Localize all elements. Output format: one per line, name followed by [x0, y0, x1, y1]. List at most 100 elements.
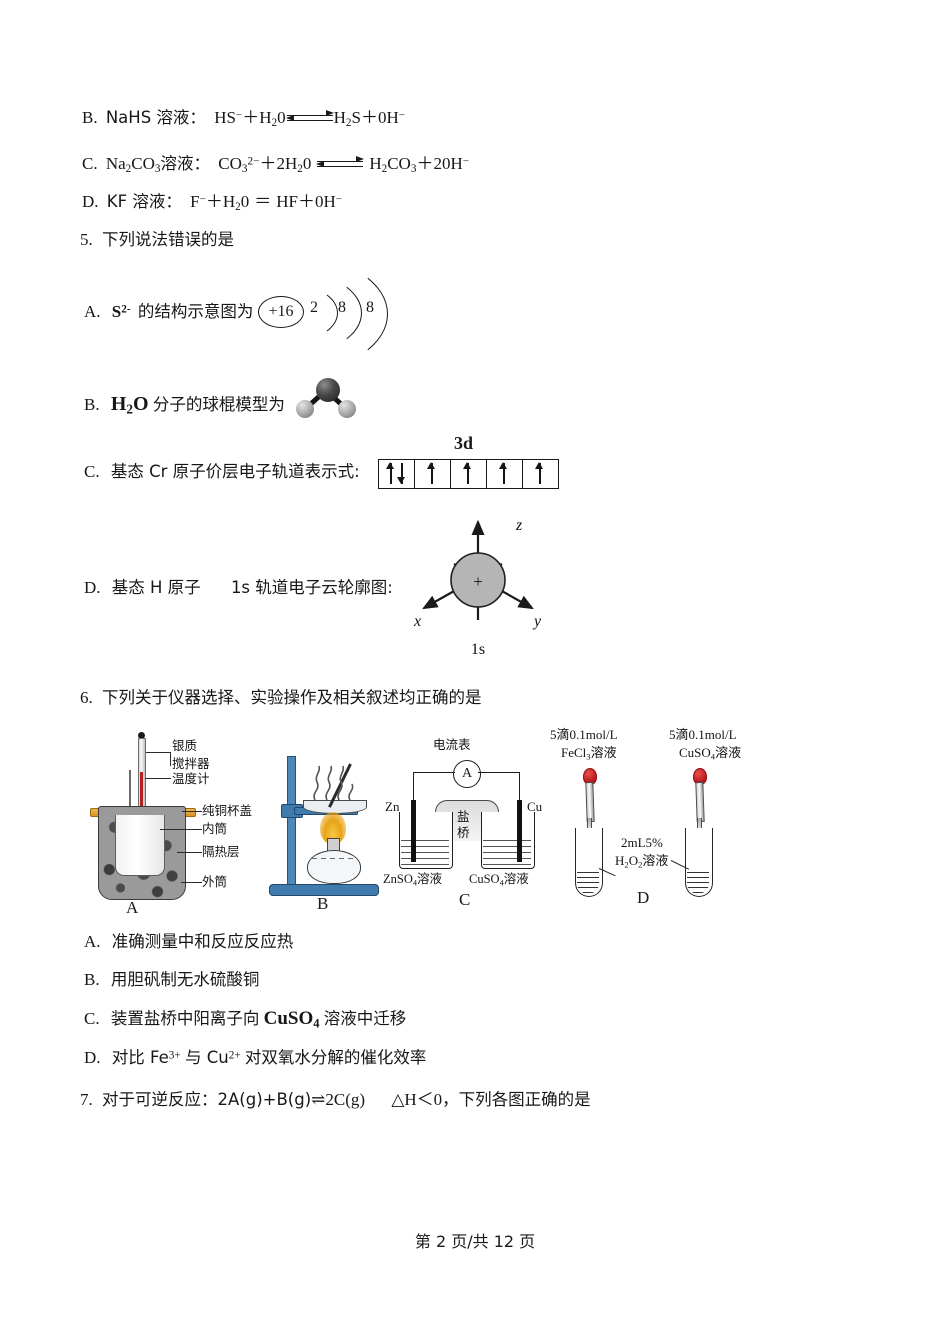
label-silver-stirrer-2: 搅拌器 — [172, 756, 210, 771]
q4d-equals: ＝ — [254, 192, 272, 211]
cuso4-d-formula: CuSO — [679, 745, 711, 760]
q6-option-d-label: D. — [84, 1048, 101, 1067]
svg-text:+: + — [473, 572, 483, 591]
shell-count-3: 8 — [366, 299, 374, 316]
copper-electrode — [517, 800, 522, 862]
test-tube-right-liquid — [687, 872, 709, 894]
q6-option-b: B. 用胆矾制无水硫酸铜 — [84, 970, 259, 990]
q5a-ion-sym: S — [111, 302, 122, 321]
q6-option-d-text-2: 与 Cu — [184, 1048, 229, 1067]
q4c-n1: Na — [105, 154, 126, 173]
cuso4-tail: 溶液 — [503, 871, 529, 886]
znso4-sub: 4 — [412, 878, 417, 888]
q4b-rplus: ＋ — [361, 108, 378, 127]
leader-outer — [181, 882, 202, 883]
label-salt-bridge-1: 盐 — [457, 809, 470, 824]
dropper-left — [585, 781, 595, 823]
q4d-lhs2-sub: 2 — [235, 201, 241, 214]
q6-option-d-sup-2: 2+ — [228, 1049, 241, 1062]
h2o2-tail: 溶液 — [642, 854, 669, 869]
leader-lid — [182, 811, 202, 812]
electron-arrow-down-head — [397, 477, 405, 484]
q4b-lhs1-sup: − — [235, 109, 243, 122]
q4c-rplus: ＋ — [416, 154, 434, 173]
figure-b-evaporating-setup: B — [265, 742, 395, 913]
q6-option-b-text: 用胆矾制无水硫酸铜 — [110, 970, 260, 989]
q4c-lhs2-sub: 2 — [297, 163, 303, 176]
q4c-rhs2: 20H — [433, 154, 463, 173]
shell-arc-3 — [220, 258, 388, 370]
label-thermometer: 温度计 — [172, 771, 210, 786]
h2o2-h: H — [615, 853, 625, 868]
shell-count-2: 8 — [338, 299, 346, 316]
cuso4-d-sub: 4 — [710, 751, 716, 762]
orbital-box — [415, 460, 451, 488]
q4-option-c-label: C. — [82, 154, 98, 173]
q5-option-b-label: B. — [84, 395, 100, 414]
q4d-lhs1: F — [190, 192, 200, 211]
electron-arrow-up — [539, 463, 541, 484]
q4-option-b-name: NaHS 溶液： — [105, 108, 206, 127]
orbital-box — [487, 460, 523, 488]
orbital-axes-svg: + z x y 1s — [413, 517, 542, 658]
label-zn: Zn — [385, 799, 400, 814]
figure-c-letter: C — [459, 890, 471, 909]
q5b-f1sub: 2 — [126, 401, 133, 417]
label-znso4-solution: ZnSO4溶液 — [383, 871, 442, 888]
q4d-lhs1-sup: − — [199, 193, 206, 206]
leader-stirrer-v — [170, 752, 171, 766]
q4-option-d-label: D. — [82, 192, 99, 211]
q4d-lhs2: H — [222, 192, 236, 211]
label-right-drops: 5滴0.1mol/L — [669, 727, 737, 742]
q7-stem-text-1: 对于可逆反应：2A(g)+B(g) — [102, 1090, 312, 1109]
q6-stem: 6. 下列关于仪器选择、实验操作及相关叙述均正确的是 — [80, 688, 482, 708]
fecl3-tail: 溶液 — [590, 746, 617, 761]
q5a-ion: S2- — [112, 302, 131, 321]
solution-right — [483, 840, 531, 866]
lamp-liquid-line — [312, 858, 354, 859]
label-ammeter: 电流表 — [433, 737, 471, 752]
q5-stem: 5. 下列说法错误的是 — [80, 230, 234, 250]
figure-c-galvanic-cell: 电流表 A 盐 桥 Zn Cu ZnSO4溶液 CuSO4溶液 C — [383, 737, 565, 910]
hydrogen-atom-left — [296, 400, 314, 418]
leader-stirrer — [146, 752, 170, 753]
hydrogen-atom-right — [338, 400, 356, 418]
q4c-n2sub: 3 — [154, 163, 161, 176]
q5-option-a-label: A. — [84, 302, 101, 321]
q4c-n1sub: 2 — [125, 163, 132, 176]
q6-option-c-text-2: 溶液中迁移 — [323, 1009, 407, 1028]
cuso4-formula: CuSO — [469, 872, 500, 886]
q4-option-c-name: Na2CO3溶液： — [105, 154, 210, 176]
fecl3-formula: FeCl — [561, 745, 587, 760]
q6-number: 6. — [80, 688, 93, 707]
leader-inner — [160, 829, 202, 830]
label-cuso4-solution: CuSO4溶液 — [469, 871, 529, 888]
electron-arrow-up — [390, 463, 392, 484]
q4c-lhs1-sub: 3 — [241, 163, 248, 176]
q4-option-b-label: B. — [82, 108, 98, 127]
svg-text:1s: 1s — [471, 641, 485, 658]
figure-a-letter: A — [126, 898, 139, 917]
orbital-box — [379, 460, 415, 488]
electron-arrow-up — [467, 463, 469, 484]
q6c-formula-main: CuSO — [263, 1008, 314, 1029]
leader-thermometer — [145, 778, 171, 779]
q4c-n2: CO — [131, 154, 155, 173]
q4-option-d: D. KF 溶液： F−＋H20＝HF＋0H− — [82, 192, 342, 215]
cuso4-sub: 4 — [499, 878, 504, 888]
wire-left-top — [413, 772, 455, 774]
q6-option-d: D. 对比 Fe3+ 与 Cu2+ 对双氧水分解的催化效率 — [84, 1048, 426, 1068]
q6-option-d-sup-1: 3+ — [168, 1049, 181, 1062]
q6-option-d-text-3: 对双氧水分解的催化效率 — [244, 1048, 427, 1067]
h2o2-sub1: 2 — [624, 859, 629, 870]
q4d-rplus: ＋ — [298, 192, 316, 211]
label-inner-vessel: 内筒 — [202, 821, 228, 836]
q6-option-d-text-1: 对比 Fe — [111, 1048, 169, 1067]
label-insulation-layer: 隔热层 — [202, 844, 240, 859]
cr-orbital-diagram: 3d — [378, 433, 578, 497]
electron-arrow-up-head — [427, 462, 435, 469]
q4b-lhs2-tail: 0 — [277, 108, 286, 127]
q4c-lhs1-sup: 2− — [247, 155, 260, 168]
